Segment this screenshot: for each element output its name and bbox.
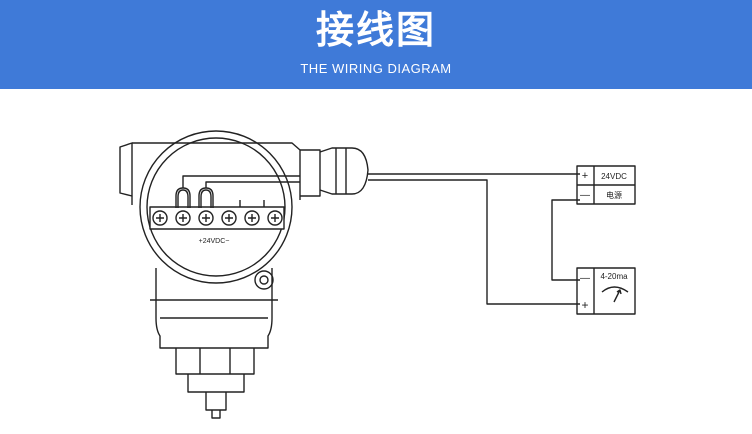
- wiring-diagram: +24VDC− + 24VDC — 电源 — 4-20ma +: [119, 130, 636, 419]
- terminal-screw-5: [244, 210, 260, 226]
- meter-minus-sign: —: [580, 273, 590, 284]
- terminal-screw-4: [221, 210, 237, 226]
- page-title: 接线图: [315, 8, 436, 52]
- power-plus-sign: +: [582, 170, 588, 182]
- wire-loop-to-meter-positive: [368, 179, 580, 305]
- header-banner: 接线图 THE WIRING DIAGRAM: [0, 0, 752, 89]
- power-name-label: 电源: [606, 190, 622, 200]
- power-minus-sign: —: [580, 190, 590, 201]
- page-subtitle: THE WIRING DIAGRAM: [300, 61, 452, 76]
- wire-internal-positive: [182, 175, 300, 188]
- terminal-screw-6: [267, 210, 283, 226]
- terminal-voltage-label: +24VDC−: [199, 238, 230, 245]
- meter-range-label: 4-20ma: [600, 272, 628, 281]
- meter-plus-sign: +: [581, 298, 588, 312]
- terminal-screw-3: [198, 210, 214, 226]
- wire-power-to-meter-negative: [551, 199, 580, 281]
- power-voltage-label: 24VDC: [601, 172, 627, 181]
- wire-internal-negative: [205, 181, 300, 188]
- terminal-screw-2: [175, 210, 191, 226]
- terminal-screw-1: [152, 210, 168, 226]
- power-supply-box: [576, 165, 636, 205]
- transmitter-housing: [119, 130, 369, 419]
- terminal-block: [149, 187, 285, 230]
- meter-box: [576, 267, 636, 315]
